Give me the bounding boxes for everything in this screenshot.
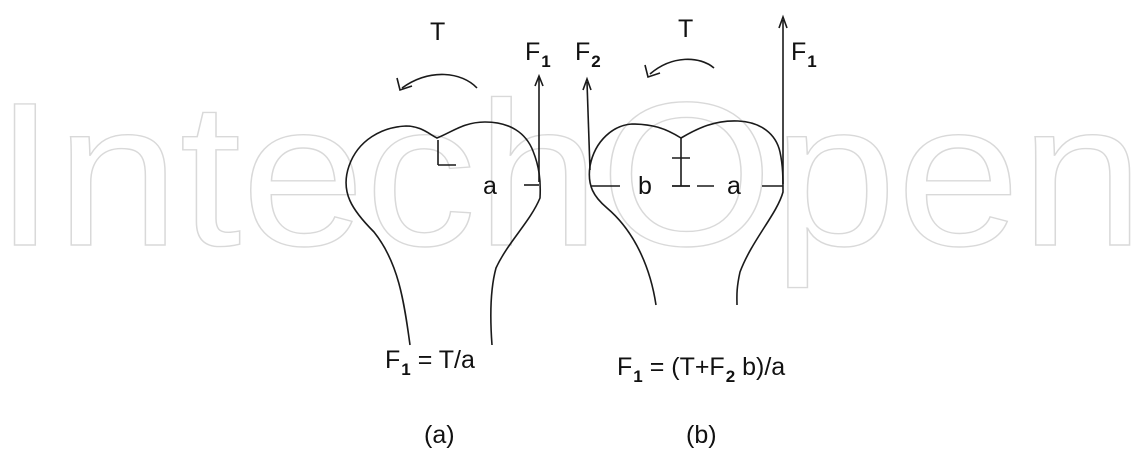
distance-a-label-b: a — [727, 172, 741, 200]
equation-b-mid-sub: 2 — [725, 367, 736, 386]
force1-label-a-base: F — [525, 38, 541, 66]
force1-label-b-base: F — [791, 38, 807, 66]
torque-label-b: T — [678, 15, 694, 43]
torque-label-a: T — [430, 18, 446, 46]
equation-b-end: b)/a — [735, 353, 786, 381]
equation-a: F1 = T/a — [385, 346, 475, 379]
torque-arrow-a — [401, 73, 478, 89]
force2-arrow-b — [586, 81, 591, 171]
force2-arrowhead-b — [582, 76, 592, 91]
equation-a-lhs: F — [385, 346, 401, 374]
force1-label-a: F1 — [525, 38, 551, 71]
force2-label-b: F2 — [575, 38, 601, 71]
force1-label-b: F1 — [791, 38, 817, 71]
equation-a-rhs: = T/a — [410, 346, 475, 374]
equation-b-mid: = (T+F — [642, 353, 725, 381]
torque-arrowhead-a — [396, 77, 413, 92]
equation-b-lhs-sub: 1 — [633, 367, 643, 386]
panel-a-drawing — [345, 73, 544, 346]
panel-b-drawing — [582, 14, 788, 306]
equation-b-lhs: F — [617, 353, 633, 381]
watermark-text: IntechOpen — [0, 60, 1144, 289]
equation-b: F1 = (T+F2 b)/a — [617, 353, 786, 386]
distance-b-label: b — [638, 172, 652, 200]
torque-arrowhead-b — [644, 64, 661, 79]
bone-outline-b — [588, 120, 784, 306]
force2-label-b-base: F — [575, 38, 591, 66]
torque-arrow-b — [649, 58, 715, 75]
distance-a-label-a: a — [483, 172, 497, 200]
force1-arrowhead-a — [534, 73, 544, 87]
force1-arrowhead-b — [778, 14, 788, 29]
equation-a-lhs-sub: 1 — [401, 360, 411, 379]
force2-label-b-sub: 2 — [591, 52, 601, 71]
caption-a: (a) — [424, 421, 455, 449]
caption-b: (b) — [686, 421, 717, 449]
force1-label-b-sub: 1 — [807, 52, 817, 71]
force1-label-a-sub: 1 — [541, 52, 551, 71]
bone-outline-a — [345, 121, 542, 346]
